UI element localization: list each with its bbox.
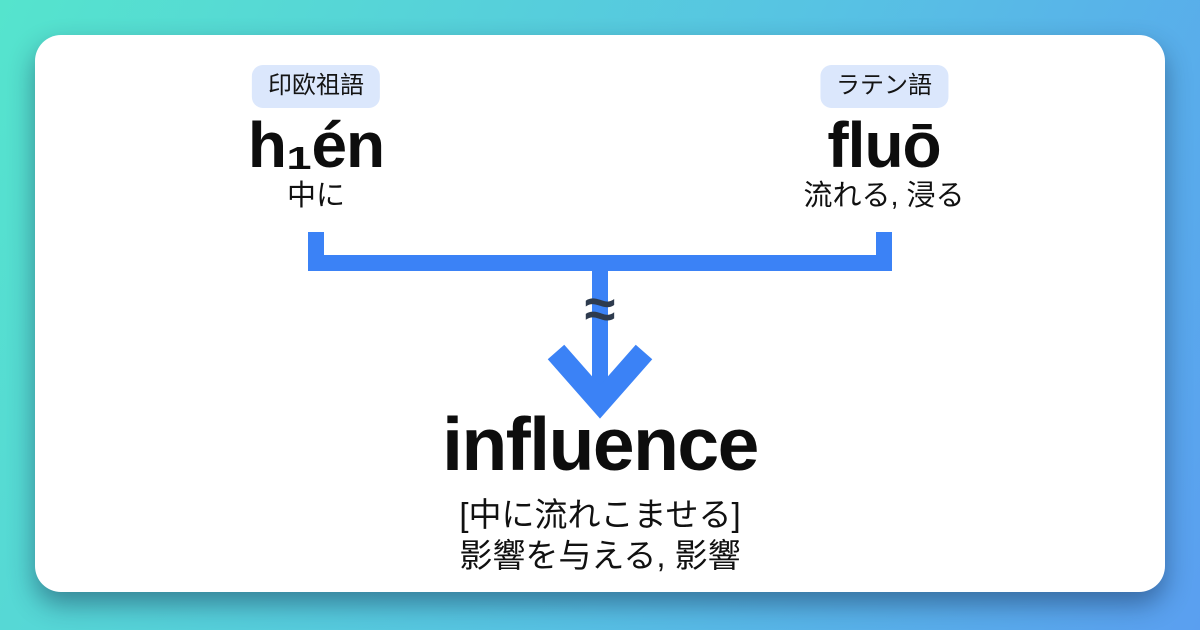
root-gloss: 中に <box>286 180 345 213</box>
root-word: h₁én <box>247 109 385 181</box>
language-badge: ラテン語 <box>820 65 948 108</box>
root-word: fluō <box>827 109 941 181</box>
root-origin-left: 印欧祖語 h₁én 中に <box>247 65 385 214</box>
result-block: influence [中に流れこませる] 影響を与える, 影響 <box>442 402 759 577</box>
result-meanings: 影響を与える, 影響 <box>459 537 741 575</box>
etymology-card: 印欧祖語 h₁én 中に ラテン語 fluō 流れる, 浸る ≈ influen… <box>35 35 1165 592</box>
root-gloss: 流れる, 浸る <box>803 180 965 213</box>
root-origin-right: ラテン語 fluō 流れる, 浸る <box>803 65 965 214</box>
approximately-equal-icon: ≈ <box>584 277 616 340</box>
language-badge: 印欧祖語 <box>252 65 380 108</box>
result-literal-gloss: [中に流れこませる] <box>459 496 741 533</box>
result-word: influence <box>442 402 759 486</box>
